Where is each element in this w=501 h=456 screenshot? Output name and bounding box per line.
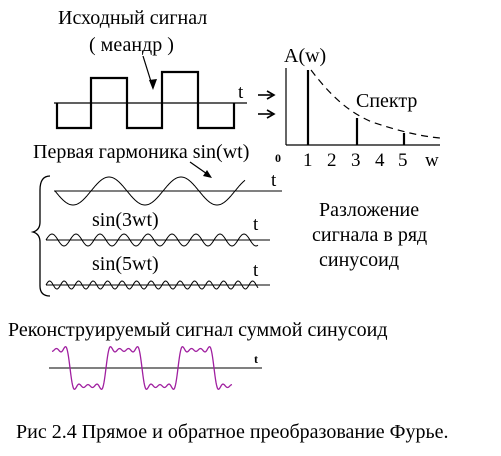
spectrum-w-label: w bbox=[425, 150, 439, 171]
harmonic-5-label: sin(5wt) bbox=[92, 253, 159, 275]
meander-label: ( меандр ) bbox=[89, 34, 174, 56]
harmonics-brace bbox=[30, 175, 51, 297]
source-signal-label: Исходный сигнал bbox=[58, 7, 207, 29]
first-harmonic-label: Первая гармоника sin(wt) bbox=[33, 141, 249, 163]
harmonic-5-t-label: t bbox=[253, 260, 259, 281]
square-wave bbox=[55, 70, 236, 130]
harmonic-3-label: sin(3wt) bbox=[92, 209, 159, 231]
figure-caption: Рис 2.4 Прямое и обратное преобразование… bbox=[16, 421, 448, 443]
spectrum-tick-2: 2 bbox=[327, 150, 337, 171]
spectrum-tick-1: 1 bbox=[303, 150, 313, 171]
harmonic-1-wave bbox=[54, 176, 246, 206]
harmonic-5-wave bbox=[45, 280, 259, 290]
harmonic-1-t-label: t bbox=[271, 170, 277, 191]
spectrum-tick-4: 4 bbox=[375, 150, 385, 171]
reconstructed-label: Реконструируемый сигнал суммой синусоид bbox=[8, 319, 388, 341]
spectrum-envelope bbox=[310, 69, 441, 139]
spectrum-label: Спектр bbox=[356, 90, 417, 112]
reconstruction-t-label: t bbox=[254, 352, 258, 366]
harmonic-3-wave bbox=[45, 233, 259, 247]
source-t-label: t bbox=[238, 82, 244, 103]
transform-arrow-top-head bbox=[266, 90, 276, 100]
spectrum-tick-3: 3 bbox=[351, 150, 361, 171]
spectrum-tick-5: 5 bbox=[398, 150, 408, 171]
first-harmonic-pointer-arrowhead bbox=[203, 170, 212, 178]
meander-pointer-arrowhead bbox=[149, 79, 157, 90]
decomposition-line-1: Разложение bbox=[319, 199, 419, 221]
spectrum-axis-label: A(w) bbox=[284, 45, 326, 67]
harmonic-3-t-label: t bbox=[253, 214, 259, 235]
transform-arrow-bottom-head bbox=[266, 109, 276, 119]
spectrum-zero-label: 0 bbox=[275, 151, 281, 165]
decomposition-line-2: сигнала в ряд bbox=[312, 224, 427, 246]
reconstructed-wave bbox=[51, 345, 233, 391]
decomposition-line-3: синусоид bbox=[319, 249, 399, 271]
